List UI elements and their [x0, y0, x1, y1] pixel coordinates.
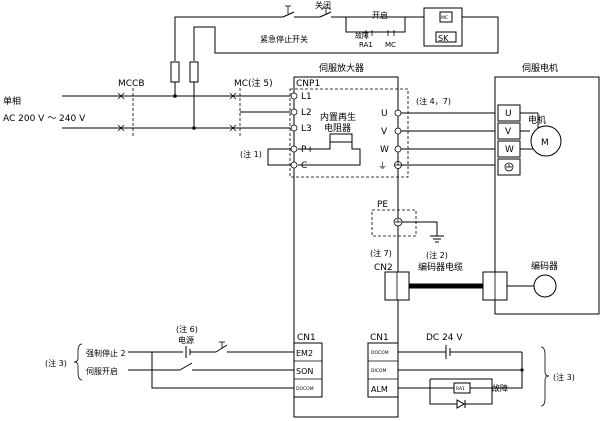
encoder-label: 编码器 — [531, 260, 558, 272]
regen-label-1: 内置再生 — [320, 111, 356, 123]
note7-label: (注 7) — [370, 248, 392, 258]
note3-left-label: (注 3) — [45, 358, 67, 368]
motor-m-label: M — [541, 138, 549, 148]
note3-right-label: (注 3) — [553, 372, 575, 382]
left-brace — [73, 343, 83, 381]
mc-coil-label: MC — [441, 15, 448, 21]
fault-label: 故障 — [492, 383, 508, 393]
l2-terminal — [290, 108, 298, 116]
right-brace — [540, 346, 550, 407]
amplifier-title: 伺服放大器 — [319, 62, 364, 74]
encoder-cable-label: 编码器电缆 — [418, 261, 463, 273]
motor-title: 伺服电机 — [522, 62, 558, 74]
v-label: V — [381, 127, 388, 137]
emergency-stop-circuit — [174, 5, 499, 61]
diode — [456, 399, 466, 409]
forced-stop-label: 强制停止 2 — [86, 348, 126, 358]
l2-label: L2 — [301, 108, 312, 118]
emergency-switch-label: 紧急停止开关 — [260, 34, 308, 44]
single-phase-label: 单相 — [3, 95, 21, 107]
ac-voltage-label: AC 200 V ～ 240 V — [3, 114, 86, 124]
cn1-right-label: CN1 — [370, 333, 389, 343]
note1-label: (注 1) — [240, 149, 262, 159]
mc-note5-label: MC(注 5) — [234, 77, 273, 89]
c-label: C — [301, 161, 307, 171]
mccb-label: MCCB — [118, 79, 145, 89]
w-label: W — [380, 145, 389, 155]
w-terminal — [394, 145, 402, 153]
pplus-terminal — [290, 145, 298, 153]
note47-label: (注 4，7) — [416, 96, 451, 106]
ground-symbol-amp: ⏚ — [378, 161, 387, 172]
motor-w-label: W — [505, 145, 514, 155]
motor-u-label: U — [505, 109, 512, 119]
docom-right-label: DOCOM — [371, 350, 389, 356]
mc-small-label: MC — [385, 41, 396, 49]
note2-label: (注 2) — [426, 250, 448, 260]
cnp1-label: CNP1 — [296, 79, 320, 89]
c-terminal — [290, 161, 298, 169]
close-label: 关闭 — [315, 0, 331, 10]
dc24-label: DC 24 V — [426, 333, 463, 343]
v-terminal — [394, 127, 402, 135]
power-input — [62, 61, 290, 136]
l1-label: L1 — [301, 92, 312, 102]
power-label: 电源 — [178, 335, 194, 345]
open-label: 开启 — [372, 10, 388, 20]
em2-label: EM2 — [296, 349, 313, 358]
l1-terminal — [290, 92, 298, 100]
u-label: U — [381, 109, 388, 119]
servo-on-label: 伺服开启 — [86, 366, 118, 376]
pplus-label: P+ — [301, 145, 314, 155]
cn2-label: CN2 — [374, 263, 393, 273]
ra1-relay-label: RA1 — [456, 386, 465, 392]
sk-label: SK — [438, 34, 449, 43]
l3-terminal — [290, 124, 298, 132]
cnp1-enclosure — [289, 88, 409, 178]
cn1-right-block — [367, 342, 399, 398]
pe-enclosure — [371, 209, 417, 237]
ra1-small-label: RA1 — [359, 41, 373, 49]
dicom-label: DICOM — [371, 368, 386, 374]
u-terminal — [394, 109, 402, 117]
motor-symbol — [530, 125, 562, 157]
l3-label: L3 — [301, 124, 312, 134]
docom-left-label: DOCOM — [296, 386, 314, 392]
alm-label: ALM — [371, 385, 388, 394]
pe-label: PE — [377, 200, 388, 210]
motor-v-label: V — [505, 127, 512, 137]
regen-label-2: 电阻器 — [324, 122, 351, 134]
note6-label: (注 6) — [176, 324, 198, 334]
fault-small-label: 故障 — [355, 31, 369, 40]
son-label: SON — [296, 367, 313, 376]
motor-label: 电机 — [528, 114, 546, 126]
encoder-symbol — [533, 274, 557, 298]
cn1-left-label: CN1 — [297, 333, 316, 343]
regen-resistor — [329, 133, 353, 143]
